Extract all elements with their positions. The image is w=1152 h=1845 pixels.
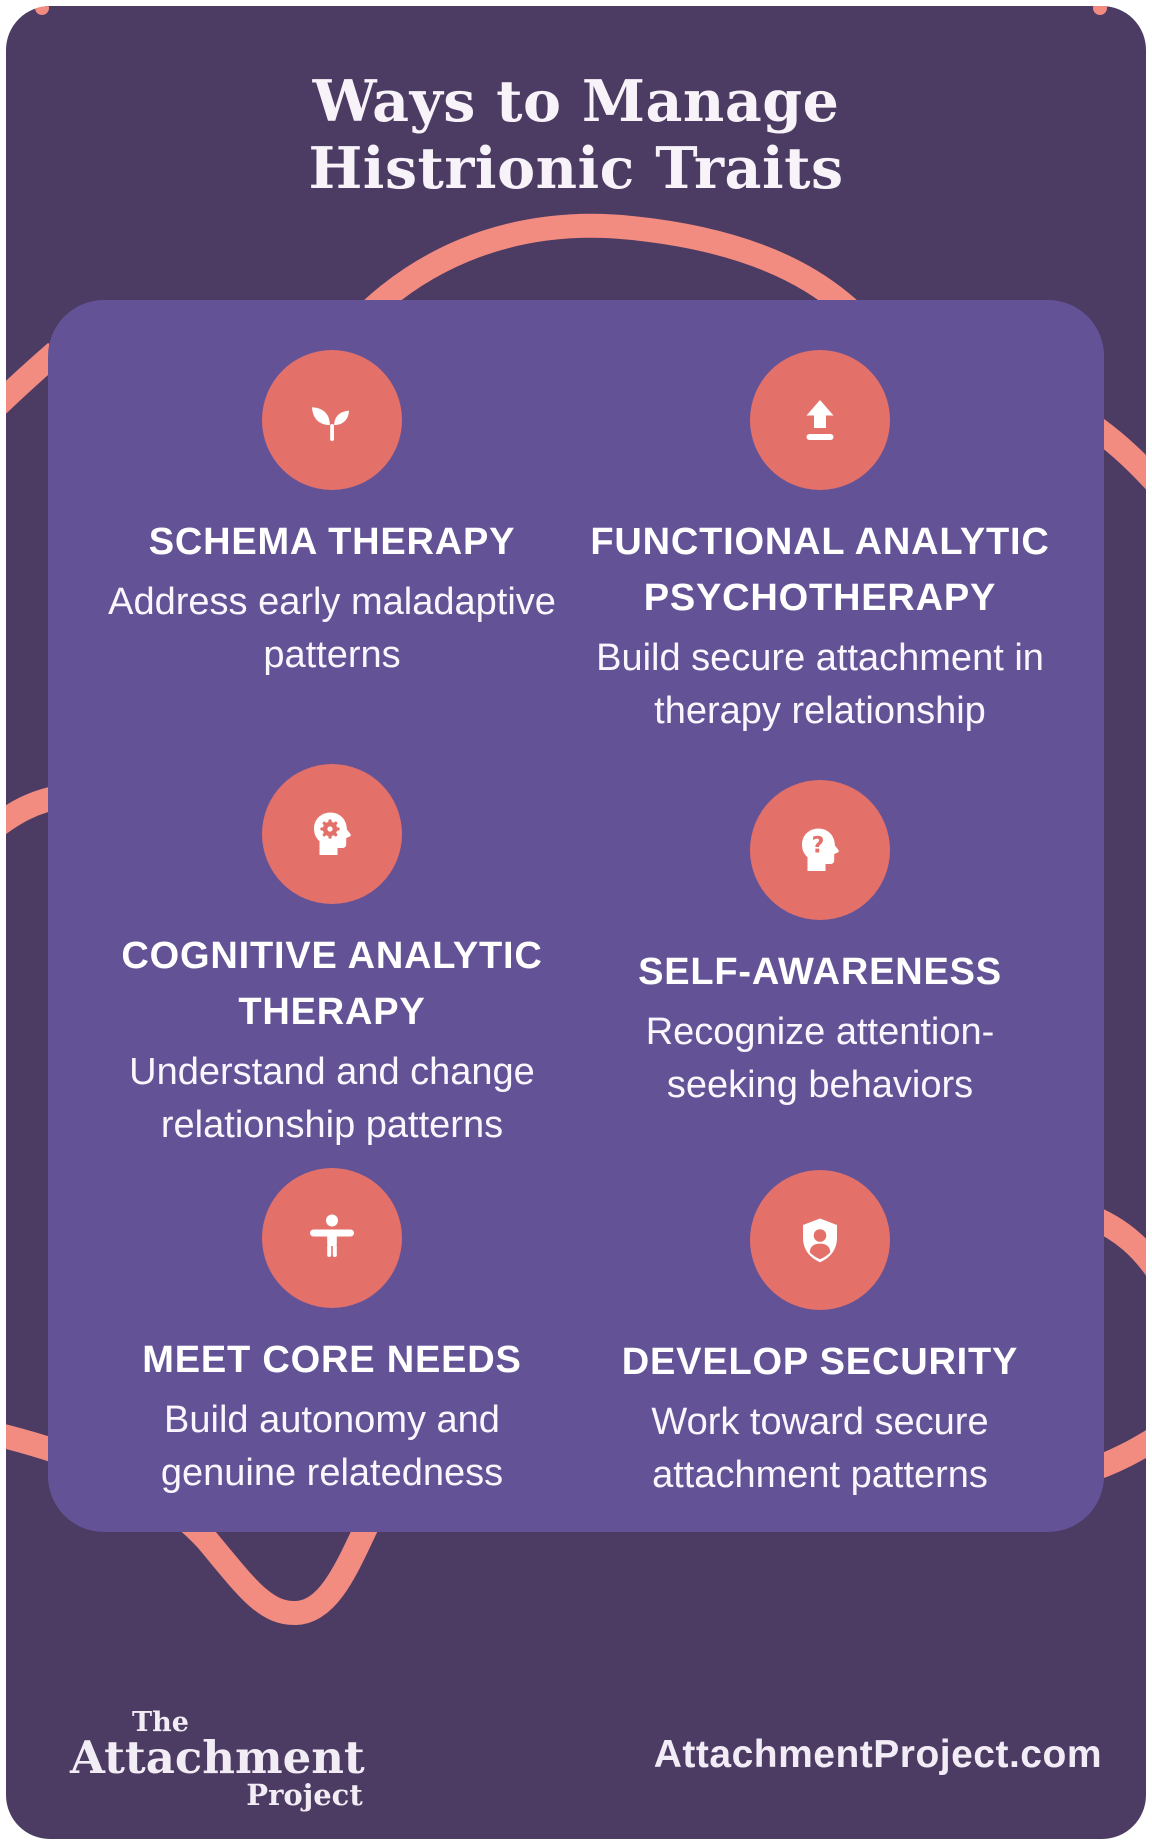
item-description: Recognize attention- seeking behaviors — [645, 1011, 995, 1106]
item-title: SELF-AWARENESS — [638, 951, 1002, 993]
svg-text:?: ? — [812, 834, 825, 859]
item-cognitive-analytic-therapy: COGNITIVE ANALYTIC THERAPY Understand an… — [87, 764, 577, 1152]
attachment-project-logo: The Attachment Project — [70, 1707, 365, 1812]
head-gear-icon — [262, 764, 402, 904]
item-meet-core-needs: MEET CORE NEEDS Build autonomy and genui… — [87, 1168, 577, 1500]
page-title: Ways to Manage Histrionic Traits — [6, 6, 1146, 202]
item-title: FUNCTIONAL ANALYTIC PSYCHOTHERAPY — [590, 521, 1050, 619]
item-description: Work toward secure attachment patterns — [651, 1401, 989, 1496]
sprout-icon — [262, 350, 402, 490]
person-arms-out-icon — [262, 1168, 402, 1308]
item-title: DEVELOP SECURITY — [621, 1341, 1019, 1383]
item-title: SCHEMA THERAPY — [148, 521, 516, 563]
upload-arrow-icon — [750, 350, 890, 490]
item-description: Address early maladaptive patterns — [108, 581, 556, 676]
item-description: Build secure attachment in therapy relat… — [596, 637, 1044, 732]
shield-person-icon — [750, 1170, 890, 1310]
logo-word-project: Project — [246, 1778, 363, 1812]
website-url: AttachmentProject.com — [653, 1733, 1102, 1776]
item-title: COGNITIVE ANALYTIC THERAPY — [121, 935, 543, 1033]
item-schema-therapy: SCHEMA THERAPY Address early maladaptive… — [87, 350, 577, 682]
infographic-poster: Ways to Manage Histrionic Traits SCHEMA … — [6, 6, 1146, 1839]
item-functional-analytic-psychotherapy: FUNCTIONAL ANALYTIC PSYCHOTHERAPY Build … — [575, 350, 1065, 738]
item-self-awareness: ? SELF-AWARENESS Recognize attention- se… — [575, 780, 1065, 1112]
content-card: SCHEMA THERAPY Address early maladaptive… — [48, 300, 1104, 1532]
item-description: Build autonomy and genuine relatedness — [160, 1399, 504, 1494]
logo-word-the: The — [132, 1707, 189, 1738]
logo-word-attachment: Attachment — [70, 1731, 365, 1784]
item-title: MEET CORE NEEDS — [142, 1339, 522, 1381]
title-line-2: Histrionic Traits — [308, 135, 844, 202]
item-description: Understand and change relationship patte… — [129, 1051, 535, 1146]
head-question-icon: ? — [750, 780, 890, 920]
title-line-1: Ways to Manage — [312, 68, 840, 135]
item-develop-security: DEVELOP SECURITY Work toward secure atta… — [575, 1170, 1065, 1502]
